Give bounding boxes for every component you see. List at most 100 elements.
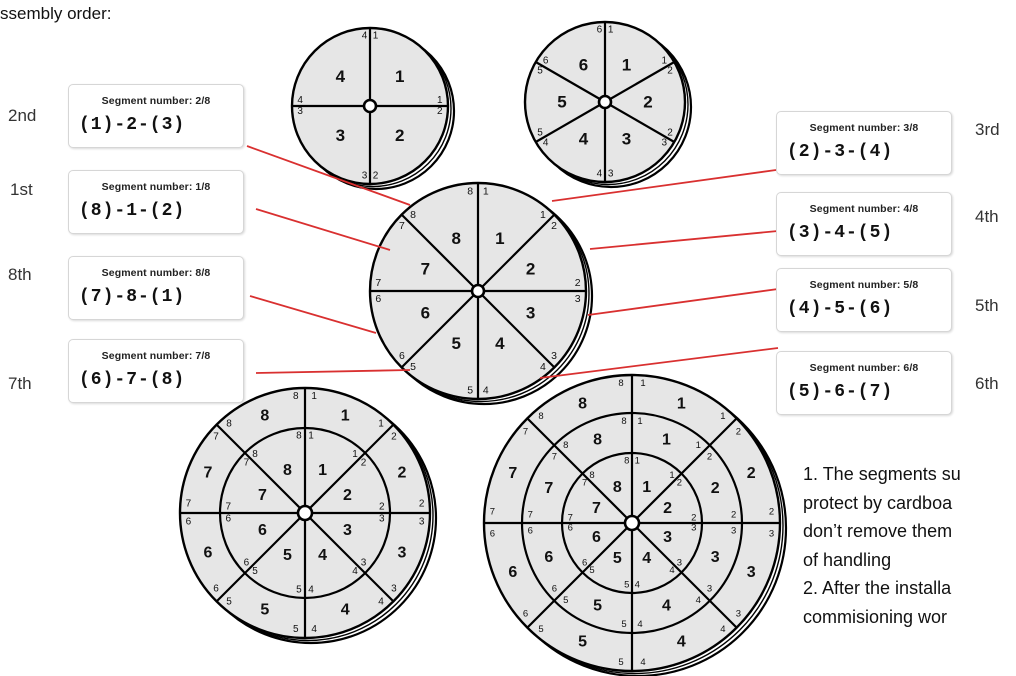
edge-number: 4: [308, 584, 314, 595]
edge-number: 2: [379, 501, 385, 512]
edge-number: 5: [252, 566, 258, 577]
order-label: 5th: [975, 296, 999, 315]
note-line: 2. After the installa: [803, 578, 952, 598]
segment-number: 3: [711, 549, 720, 566]
segment-divider: [526, 522, 633, 629]
edge-number: 5: [226, 596, 232, 607]
leader-line: [255, 369, 411, 374]
edge-number: 2: [575, 277, 581, 289]
segment-number: 6: [204, 545, 213, 562]
segment-number: 6: [544, 549, 553, 566]
segment-number: 2: [643, 93, 652, 112]
segment-number: 7: [544, 480, 553, 497]
edge-number: 1: [662, 56, 668, 67]
leader-line: [249, 295, 377, 334]
edge-number: 7: [528, 509, 533, 520]
edge-number: 2: [677, 478, 682, 489]
segment-number: 3: [622, 130, 631, 149]
segment-divider: [400, 290, 479, 369]
edge-number: 6: [568, 523, 573, 534]
segment-number: 5: [260, 602, 269, 619]
segment-card: Segment number: 2/8(1)-2-(3): [68, 84, 244, 148]
segment-number: 4: [336, 67, 346, 86]
segment-number: 1: [395, 67, 404, 86]
edge-number: 4: [635, 579, 640, 590]
leader-line: [255, 208, 391, 251]
edge-number: 1: [608, 25, 614, 36]
edge-number: 4: [720, 624, 725, 635]
edge-number: 2: [691, 512, 696, 523]
segment-number: 3: [336, 126, 345, 145]
wheel-hub: [362, 98, 378, 114]
edge-number: 5: [624, 579, 629, 590]
edge-number: 6: [582, 557, 587, 568]
edge-number: 2: [736, 427, 741, 438]
order-label: 6th: [975, 374, 999, 393]
segment-card-title: Segment number: 2/8: [101, 95, 211, 107]
segment-card: Segment number: 5/8(4)-5-(6): [776, 268, 952, 332]
segment-divider: [477, 290, 556, 369]
edge-number: 8: [538, 411, 543, 422]
segment-number: 3: [343, 522, 352, 539]
segment-number: 6: [421, 303, 430, 322]
segment-number: 7: [508, 465, 517, 482]
edge-number: 7: [582, 478, 587, 489]
order-label: 8th: [8, 265, 32, 284]
edge-number: 4: [597, 168, 603, 179]
edge-number: 5: [410, 361, 416, 373]
edge-number: 1: [437, 95, 443, 106]
wheel-hub: [470, 283, 486, 299]
segment-divider: [535, 101, 606, 143]
segment-number: 5: [613, 550, 622, 567]
segment-card: Segment number: 1/8(8)-1-(2): [68, 170, 244, 234]
segment-number: 8: [578, 395, 587, 412]
segment-divider: [215, 423, 306, 514]
edge-number: 6: [552, 584, 557, 595]
segment-card-title: Segment number: 4/8: [809, 203, 919, 215]
edge-number: 6: [528, 526, 533, 537]
segment-number: 2: [526, 260, 535, 279]
order-label: 2nd: [8, 106, 37, 125]
segment-divider: [215, 512, 306, 603]
leader-line: [246, 145, 411, 206]
segment-number: 1: [622, 55, 631, 74]
edge-number: 8: [410, 209, 416, 221]
edge-number: 1: [540, 209, 546, 221]
edge-number: 1: [308, 431, 314, 442]
segment-number: 5: [593, 598, 602, 615]
segment-number: 2: [395, 126, 404, 145]
edge-number: 3: [691, 523, 696, 534]
segment-divider: [631, 522, 738, 629]
wheel-hub: [623, 514, 641, 532]
edge-number: 1: [311, 391, 317, 402]
edge-number: 8: [226, 419, 232, 430]
edge-number: 8: [252, 449, 258, 460]
edge-number: 5: [467, 385, 473, 397]
wheel-hub: [597, 94, 613, 110]
order-label: 1st: [10, 180, 33, 199]
edge-number: 5: [293, 624, 299, 635]
segment-card-title: Segment number: 7/8: [101, 350, 211, 362]
segment-divider: [604, 101, 675, 143]
edge-number: 3: [297, 106, 303, 117]
edge-number: 5: [563, 595, 568, 606]
segment-number: 3: [398, 545, 407, 562]
segment-card-sequence: (3)-4-(5): [787, 223, 894, 243]
edge-number: 6: [523, 608, 528, 619]
edge-number: 1: [696, 440, 701, 451]
edge-number: 8: [467, 185, 473, 197]
segment-card-title: Segment number: 5/8: [809, 279, 919, 291]
edge-number: 4: [297, 95, 303, 106]
segment-number: 4: [677, 634, 686, 651]
segment-number: 8: [260, 407, 269, 424]
edge-number: 1: [635, 456, 640, 467]
edge-number: 5: [537, 66, 543, 77]
segment-number: 8: [593, 431, 602, 448]
segment-number: 4: [662, 598, 671, 615]
edge-number: 7: [375, 277, 381, 289]
segment-number: 6: [592, 529, 601, 546]
order-label: 3rd: [975, 120, 1000, 139]
edge-number: 3: [677, 557, 682, 568]
